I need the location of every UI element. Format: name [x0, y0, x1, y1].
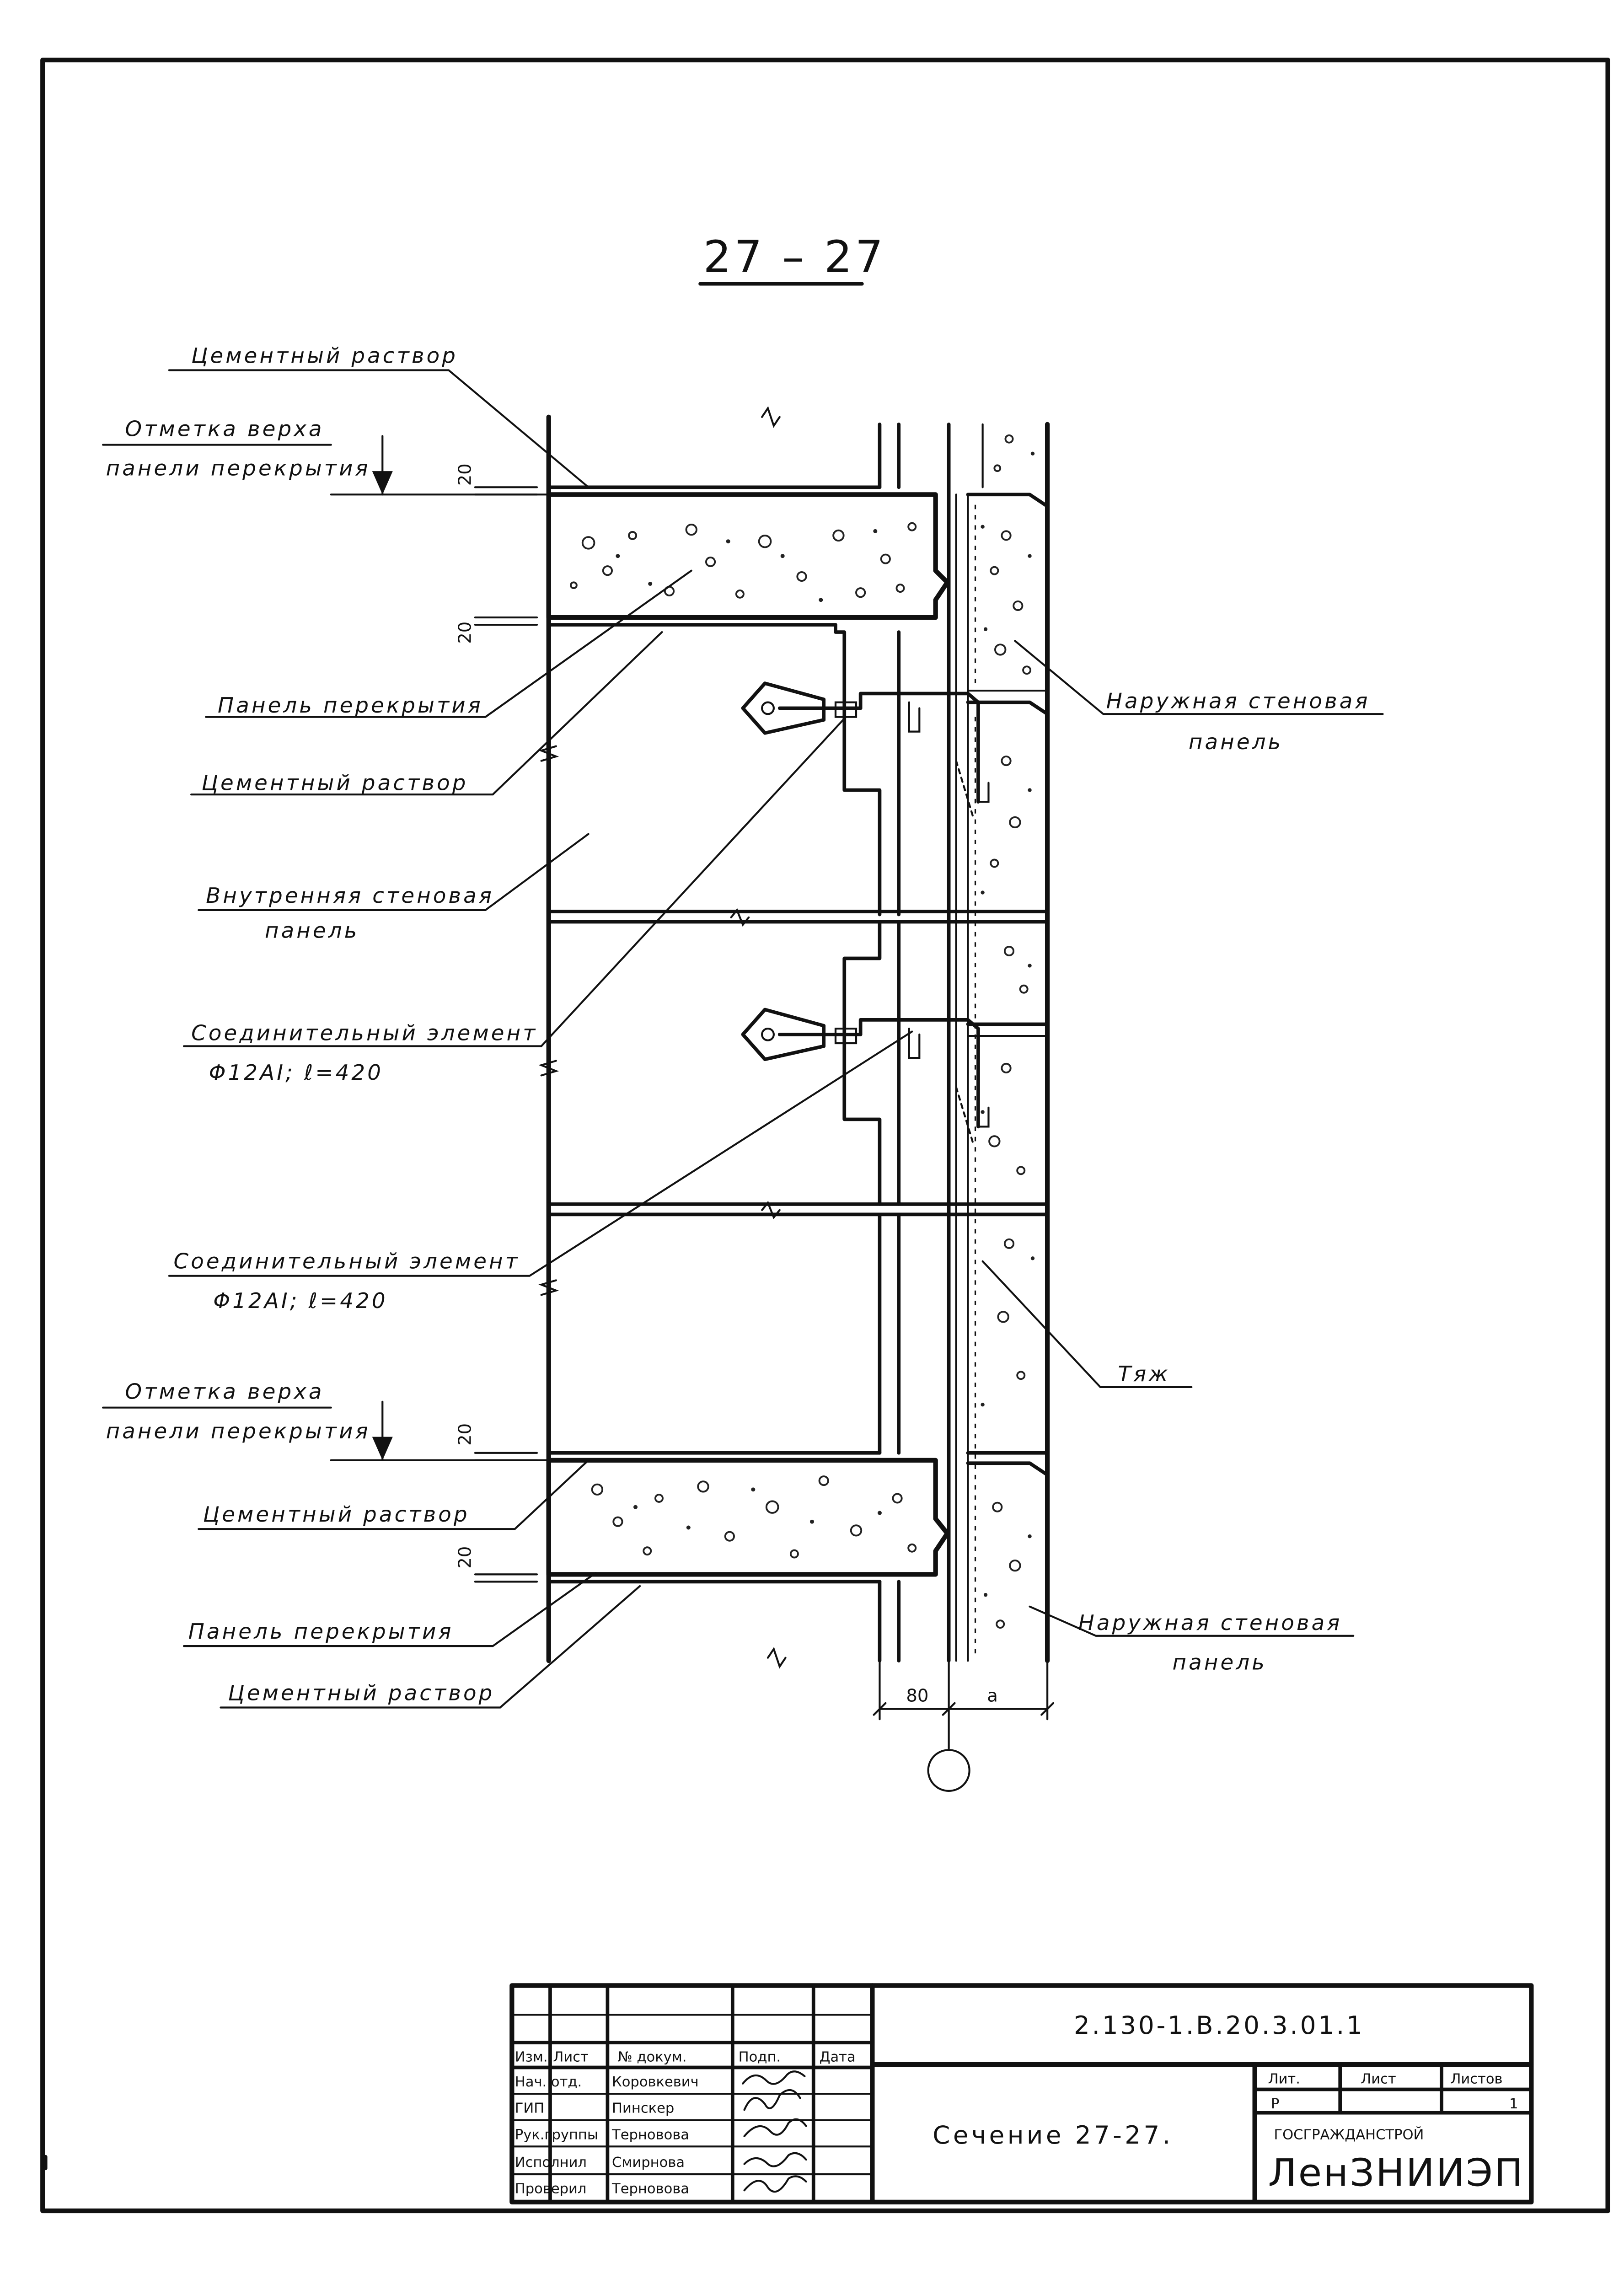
inner-wall-panel [538, 406, 1049, 1669]
label-cement-mortar-1: Цементный раствор [191, 343, 458, 368]
tb-name-4: Терновова [611, 2181, 689, 2197]
svg-text:20: 20 [455, 1546, 475, 1569]
axis-marker-circle [927, 1749, 970, 1792]
label-outer-panel-2-line1: Наружная стеновая [1078, 1610, 1342, 1635]
svg-text:20: 20 [455, 1423, 475, 1446]
label-outer-panel-1-line1: Наружная стеновая [1106, 689, 1370, 713]
label-top-mark-1-line1: Отметка верха [125, 416, 324, 441]
label-floor-panel-1: Панель перекрытия [218, 693, 483, 718]
tb-header-sheet: Лист [553, 2049, 588, 2065]
tb-header-docno: № докум. [618, 2049, 687, 2065]
title-block: Изм. Лист № докум. Подп. Дата Нач. отд. … [509, 1983, 1534, 2204]
mortar-dimension-3: 20 [455, 1423, 538, 1461]
tb-role-1: ГИП [515, 2101, 544, 2117]
tb-name-1: Пинскер [612, 2101, 674, 2117]
tb-sheets-value: 1 [1509, 2096, 1518, 2112]
label-inner-panel-line2: панель [265, 918, 359, 943]
label-floor-panel-2: Панель перекрытия [188, 1619, 454, 1644]
tb-ministry: ГОСГРАЖДАНСТРОЙ [1274, 2126, 1424, 2143]
tb-signatures [742, 2070, 807, 2193]
tb-role-2: Рук.группы [515, 2127, 598, 2143]
label-cement-mortar-2: Цементный раствор [202, 771, 468, 795]
tb-sheets-label: Листов [1450, 2071, 1502, 2087]
tb-sheet-label: Лист [1361, 2071, 1396, 2087]
section-title: 27 – 27 [703, 231, 886, 283]
tb-name-0: Коровкевич [612, 2074, 699, 2090]
label-outer-panel-2-line2: панель [1173, 1650, 1267, 1674]
tb-lit-label: Лит. [1268, 2071, 1300, 2087]
label-connector-1-line1: Соединительный элемент [191, 1021, 537, 1045]
tb-lit-value: Р [1271, 2096, 1279, 2112]
tb-header-date: Дата [820, 2049, 856, 2065]
mortar-dimension-2: 20 [455, 616, 538, 644]
tb-name-2: Терновова [611, 2127, 689, 2143]
sheet-border [40, 58, 1610, 2214]
tb-role-3: Исполнил [515, 2155, 587, 2171]
tb-sheet-title: Сечение 27-27. [933, 2120, 1173, 2150]
lower-floor-slab [546, 1451, 950, 1584]
label-outer-panel-1-line2: панель [1189, 729, 1283, 754]
tb-document-code: 2.130-1.В.20.3.01.1 [1074, 2011, 1365, 2040]
tb-role-0: Нач. отд. [515, 2074, 582, 2090]
tb-institute: ЛенЗНИИЭП [1268, 2151, 1525, 2195]
svg-text:20: 20 [455, 622, 475, 644]
dimension-80: 80 [906, 1686, 928, 1706]
tb-header-signature: Подп. [739, 2049, 781, 2065]
label-cement-mortar-3: Цементный раствор [203, 1502, 470, 1527]
label-cement-mortar-4: Цементный раствор [228, 1681, 495, 1705]
label-top-mark-1-line2: панели перекрытия [106, 456, 370, 481]
outer-wall-panels [947, 422, 1050, 1663]
leader-lines [102, 369, 1384, 1709]
tb-name-3: Смирнова [612, 2155, 685, 2171]
label-connector-2-line2: Φ12AI; ℓ=420 [213, 1288, 387, 1313]
label-connector-2-line1: Соединительный элемент [174, 1249, 520, 1274]
svg-text:20: 20 [455, 463, 475, 486]
mortar-dimension-1: 20 [455, 463, 538, 496]
connector-element-2 [741, 1008, 990, 1147]
label-inner-panel-line1: Внутренняя стеновая [206, 883, 494, 908]
bottom-dimension-line: 80 a [873, 1660, 1055, 1750]
label-top-mark-2-line1: Отметка верха [125, 1379, 324, 1404]
label-connector-1-line2: Φ12AI; ℓ=420 [209, 1060, 383, 1085]
tb-header-change: Изм. [515, 2049, 548, 2065]
dimension-a: a [987, 1686, 998, 1706]
upper-floor-slab [546, 485, 950, 627]
mortar-dimension-4: 20 [455, 1546, 538, 1583]
connector-element-1 [741, 681, 990, 820]
label-tie: Тяж [1118, 1362, 1170, 1386]
tb-role-4: Проверил [515, 2181, 587, 2197]
label-top-mark-2-line2: панели перекрытия [106, 1419, 370, 1443]
